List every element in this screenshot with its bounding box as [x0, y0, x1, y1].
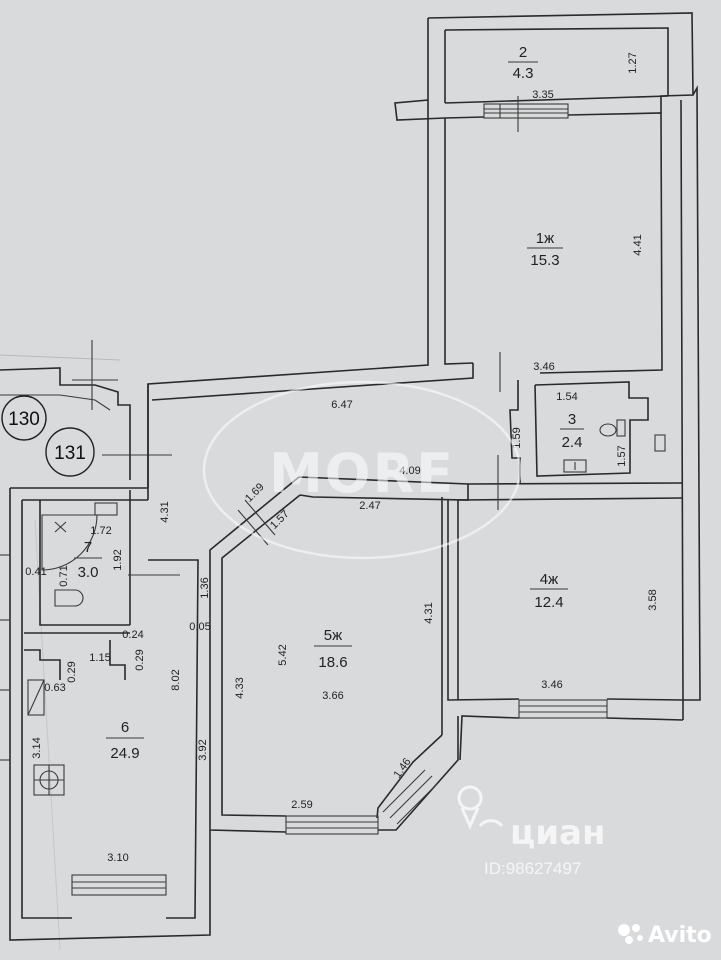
room-5-window	[285, 769, 439, 835]
cian-logo-icon	[457, 785, 504, 830]
dim-label: 4.31	[423, 602, 435, 623]
room-area: 4.3	[513, 65, 534, 82]
dim-label: 4.31	[159, 501, 171, 522]
more-watermark-text: MORE	[269, 442, 455, 505]
dim-label: 0.63	[44, 682, 65, 694]
flat-label-130: 130	[1, 395, 47, 441]
room-number: 3	[568, 411, 576, 428]
dim-label: 3.14	[31, 737, 43, 758]
room-label-5: 5ж 18.6	[314, 627, 352, 671]
room-area: 3.0	[78, 564, 99, 581]
stove-icon	[33, 764, 65, 796]
flat-number-131: 131	[54, 443, 86, 464]
room-label-1: 1ж 15.3	[527, 230, 563, 269]
dim-label: 3.58	[647, 589, 659, 610]
room-label-3: 3 2.4	[560, 411, 584, 451]
more-watermark: MORE	[202, 380, 522, 560]
dim-label: 0.24	[122, 629, 143, 641]
room-number: 4ж	[540, 571, 558, 588]
room-area: 18.6	[318, 654, 347, 671]
avito-brand-text: Avito	[648, 923, 712, 948]
dim-label: 1.57	[616, 445, 628, 466]
avito-watermark: Avito	[618, 923, 712, 948]
room-label-2: 2 4.3	[508, 44, 538, 82]
room-area: 15.3	[530, 252, 559, 269]
room-label-6: 6 24.9	[106, 719, 144, 762]
dim-label: 0.29	[134, 649, 146, 670]
dim-label: 1.36	[199, 577, 211, 598]
balcony-door	[483, 96, 569, 132]
dim-label: 3.10	[107, 852, 128, 864]
dim-label: 8.02	[170, 669, 182, 690]
room-2-walls	[394, 12, 694, 132]
room-area: 2.4	[562, 434, 583, 451]
dim-label: 1.72	[90, 525, 111, 537]
dim-label: 4.33	[234, 677, 246, 698]
dim-label: 3.92	[197, 739, 209, 760]
avito-logo-icon	[618, 924, 643, 944]
dim-label: 3.46	[533, 361, 554, 373]
dim-label: 1.15	[89, 652, 110, 664]
room-number: 7	[84, 539, 92, 556]
room-4-window	[518, 699, 608, 719]
dim-label: 0.29	[66, 661, 78, 682]
room-number: 5ж	[324, 627, 342, 644]
room-labels: 2 4.3 1ж 15.3 3 2.4 4ж 12.4 5ж 18.6 7 3.…	[74, 44, 584, 762]
paper-edge-line	[34, 519, 61, 951]
shower-icon	[41, 514, 98, 571]
dim-label: 0.41	[25, 566, 46, 578]
left-rooms-walls	[0, 454, 211, 941]
room-number: 6	[121, 719, 129, 736]
dim-label: 1.46	[391, 756, 413, 780]
dim-label: 4.09	[399, 465, 420, 477]
dim-label: 1.69	[243, 481, 267, 505]
flat-label-131: 131	[45, 427, 95, 477]
room-4-walls	[447, 500, 684, 761]
dim-label: 1.57	[268, 508, 292, 532]
dim-label: 2.47	[359, 500, 380, 512]
room-5-walls	[209, 455, 499, 835]
cian-watermark: циан ID:98627497	[457, 785, 605, 878]
dim-label: 6.47	[331, 399, 352, 411]
toilet-icon	[54, 589, 84, 607]
bath-fixtures	[563, 419, 666, 473]
room-1-walls	[147, 100, 663, 500]
dim-label: 5.42	[277, 644, 289, 665]
dim-label: 1.92	[112, 549, 124, 570]
dim-label: 3.46	[541, 679, 562, 691]
paper-fold-line	[0, 354, 121, 361]
outer-right-wall	[680, 85, 701, 701]
room-number: 1ж	[536, 230, 554, 247]
sink-icon	[94, 502, 118, 516]
room-3-walls	[457, 380, 684, 501]
room-6-window	[71, 874, 167, 896]
room-number: 2	[519, 44, 527, 61]
dim-label: 3.66	[322, 690, 343, 702]
room-label-4: 4ж 12.4	[530, 571, 568, 611]
entrance-walls	[0, 340, 149, 488]
dim-label: 3.35	[532, 89, 553, 101]
dim-label: 1.54	[556, 391, 577, 403]
flat-number-130: 130	[8, 409, 40, 430]
dim-label: 1.27	[627, 52, 639, 73]
dim-label: 4.41	[632, 234, 644, 255]
cian-id-text: ID:98627497	[484, 859, 581, 878]
vent-shaft	[27, 679, 45, 716]
dim-label: 0.05	[189, 621, 210, 633]
dim-label: 2.59	[291, 799, 312, 811]
room-label-7: 7 3.0	[74, 539, 102, 581]
room-area: 24.9	[110, 745, 139, 762]
cian-brand-text: циан	[510, 813, 605, 853]
room-area: 12.4	[534, 594, 563, 611]
dim-label: 0.71	[58, 565, 70, 586]
